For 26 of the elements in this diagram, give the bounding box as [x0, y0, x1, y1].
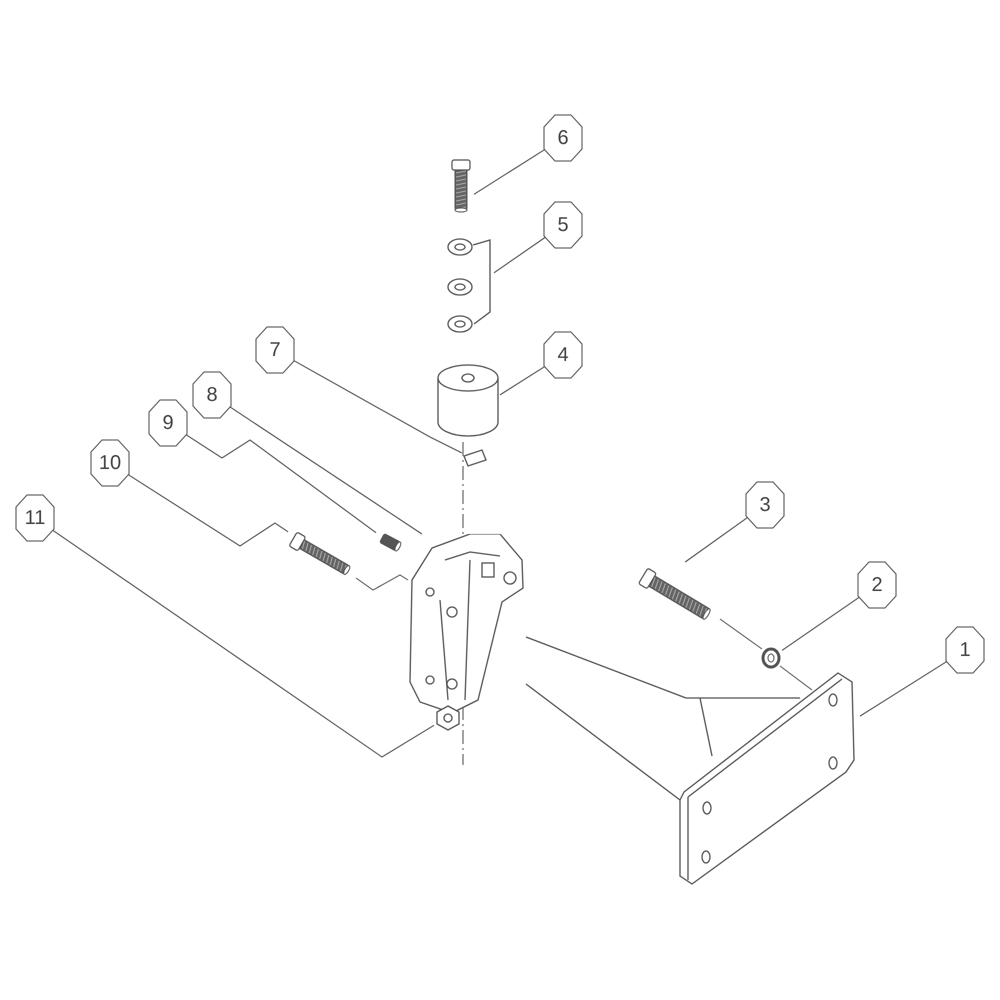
callout-number: 4: [543, 331, 583, 379]
washer-drawing: [760, 646, 782, 670]
leader-line: [127, 474, 288, 547]
callout-number: 11: [15, 494, 55, 542]
callout-number: 6: [543, 114, 583, 162]
leader-line: [229, 406, 422, 534]
leader-line: [474, 148, 546, 195]
callout-number: 1: [945, 626, 985, 674]
callout-number: 5: [543, 201, 583, 249]
callout-number: 3: [745, 481, 785, 529]
leader-line: [185, 434, 376, 534]
callout-number: 2: [857, 561, 897, 609]
callout-number: 7: [255, 326, 295, 374]
part-shape: [436, 362, 500, 438]
leader-line: [782, 596, 860, 651]
leader-line: [684, 516, 748, 562]
leader-line: [292, 360, 462, 454]
callout-number: 10: [90, 439, 130, 487]
callout-number: 9: [148, 399, 188, 447]
callout-number: 8: [192, 371, 232, 419]
leader-line: [52, 529, 434, 758]
leader-line: [860, 660, 948, 717]
key-drawing: [462, 448, 488, 470]
leader-line: [494, 236, 546, 274]
nut-drawing: [434, 704, 462, 732]
leader-line: [500, 366, 546, 396]
